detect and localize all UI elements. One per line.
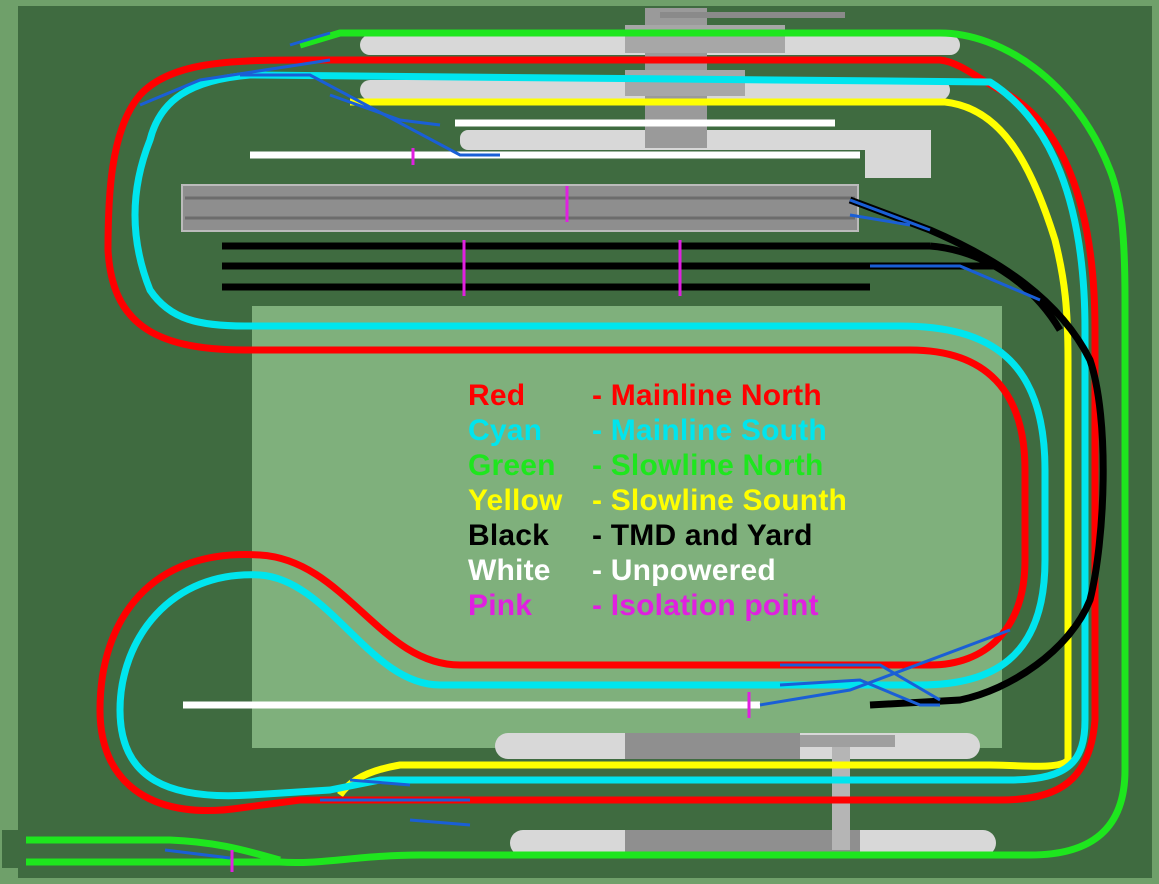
legend-row-yellow: Yellow - Slowline Sounth: [468, 483, 847, 518]
canopy-top: [625, 25, 785, 53]
point-top-left-4: [329, 93, 441, 127]
point-bottom-left-2: [349, 778, 411, 787]
mainline-north-track: [96, 56, 1099, 815]
platform-top-4: [865, 130, 931, 178]
isolation-points: [230, 148, 751, 872]
legend-key: Yellow: [468, 484, 563, 517]
legend-desc: - Mainline North: [592, 379, 822, 412]
entry-stub: [2, 830, 26, 868]
legend-row-green: Green - Slowline North: [468, 448, 847, 483]
legend-desc: - Mainline South: [592, 414, 827, 447]
point-bottom-left-3: [409, 818, 471, 827]
footbridge-bottom-deck: [800, 735, 895, 747]
point-top-left-1: [139, 58, 331, 107]
carriage-sidings: [181, 184, 859, 232]
legend-desc: - Slowline North: [592, 449, 824, 482]
legend-key: Pink: [468, 589, 533, 622]
tmd-yard-tracks: [222, 196, 1107, 709]
yard-lead-2: [929, 242, 1064, 332]
point-top-left-3: [289, 31, 331, 47]
inner-board: [252, 306, 1002, 748]
slowline-north-track: [26, 29, 1129, 867]
points: [139, 31, 1041, 860]
legend-desc: - Slowline Sounth: [592, 484, 848, 517]
mainline-south-track: [116, 71, 1089, 800]
point-entry: [164, 848, 231, 860]
legend-row-red: Red - Mainline North: [468, 378, 847, 413]
unpowered-tracks: [183, 119, 860, 709]
legend-desc: - Unpowered: [592, 554, 776, 587]
legend-key: White: [468, 554, 551, 587]
point-right-1: [849, 198, 931, 232]
slowline-north-entry: [26, 836, 281, 864]
point-bottom-3: [779, 678, 940, 707]
slowline-south-track: [337, 98, 1072, 798]
point-right-2: [849, 213, 911, 227]
legend-row-cyan: Cyan - Mainline South: [468, 413, 847, 448]
legend-key: Cyan: [468, 414, 543, 447]
colour-legend: Red - Mainline North Cyan - Mainline South…: [468, 378, 847, 623]
point-right-3: [870, 264, 1041, 302]
bridge-deck-top: [660, 12, 845, 18]
legend-key: Green: [468, 449, 556, 482]
legend-row-black: Black - TMD and Yard: [468, 518, 847, 553]
legend-key: Red: [468, 379, 526, 412]
siding-block: [181, 184, 859, 232]
legend-key: Black: [468, 519, 550, 552]
legend-row-pink: Pink - Isolation point: [468, 588, 847, 623]
legend-desc: - Isolation point: [592, 589, 819, 622]
canopy-top-2: [625, 70, 745, 96]
point-bottom-2: [759, 628, 1011, 707]
canopy-bottom-1: [625, 733, 800, 759]
legend-desc: - TMD and Yard: [592, 519, 813, 552]
legend-row-white: White - Unpowered: [468, 553, 847, 588]
point-bottom-1: [780, 663, 941, 702]
footbridge-bottom: [832, 735, 850, 850]
